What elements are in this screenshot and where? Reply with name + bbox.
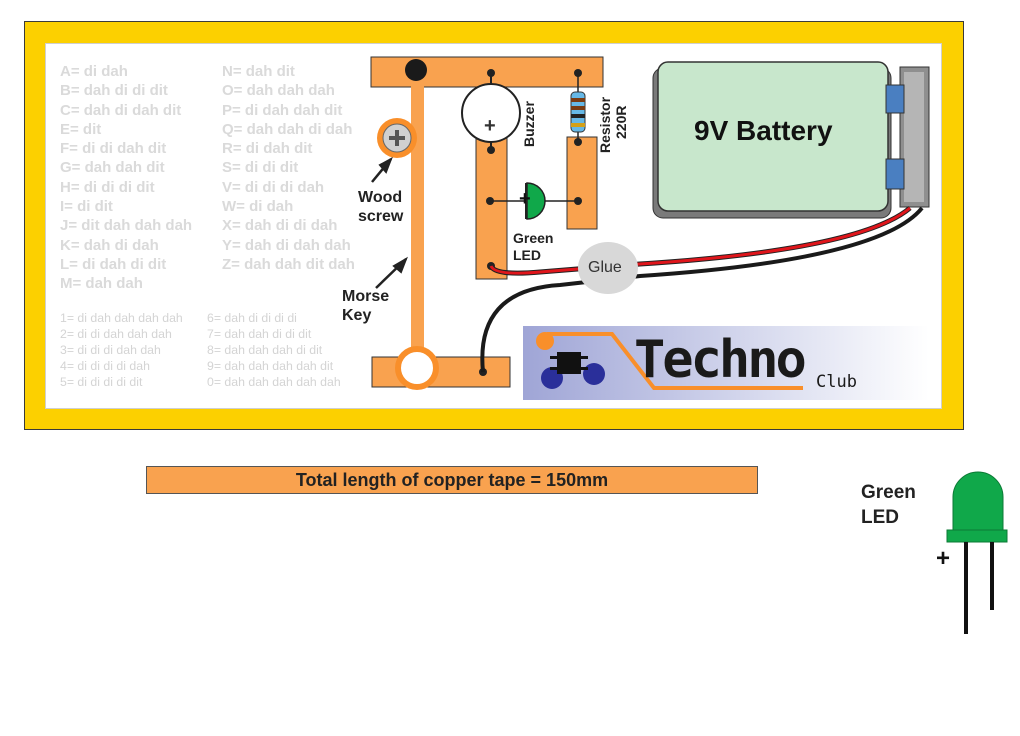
battery-body	[657, 61, 889, 212]
morse-numbers-right: 6= dah di di di di 7= dah dah di di dit 8=…	[207, 310, 341, 390]
morse-key-lever	[411, 75, 424, 365]
morse-letter-entry: B= dah di di dit	[60, 82, 168, 100]
copper-tape-length-text: Total length of copper tape = 150mm	[295, 469, 609, 490]
morse-letter-entry: R= di dah dit	[222, 140, 313, 158]
copper-tape-buzzer-strip	[475, 132, 508, 280]
morse-key-pivot	[395, 346, 439, 390]
morse-number-entry: 0= dah dah dah dah dah	[207, 375, 341, 389]
morse-number-entry: 3= di di di dah dah	[60, 343, 161, 357]
morse-numbers-left: 1= di dah dah dah dah 2= di di dah dah da…	[60, 310, 183, 390]
logo-techno-text: Techno	[634, 330, 807, 390]
copper-tape-resistor-strip	[566, 136, 598, 230]
morse-letter-entry: A= di dah	[60, 63, 128, 80]
morse-letter-entry: E= dit	[60, 120, 102, 138]
morse-letter-entry: M= dah dah	[60, 275, 143, 293]
morse-letter-entry: L= di dah di dit	[60, 255, 167, 273]
buzzer-label: Buzzer	[521, 101, 537, 147]
morse-number-entry: 1= di dah dah dah dah	[60, 311, 183, 325]
morse-letter-entry: Y= dah di dah dah	[222, 236, 351, 254]
led-side-icon	[952, 471, 1004, 533]
morse-letter-entry: W= di dah	[222, 198, 294, 216]
green-led-icon	[526, 182, 546, 220]
black-wire	[480, 206, 924, 373]
morse-key-contact	[405, 59, 427, 81]
led-side-rim	[946, 529, 1008, 543]
buzzer-plus-sign: +	[484, 115, 496, 137]
morse-letter-entry: S= di di dit	[222, 159, 299, 177]
morse-number-entry: 2= di di dah dah dah	[60, 327, 172, 341]
morse-number-entry: 9= dah dah dah dah dit	[207, 359, 334, 373]
morse-letter-entry: J= dit dah dah dah	[60, 217, 193, 235]
glue-label: Glue	[588, 259, 622, 276]
morse-letter-entry: Z= dah dah dit dah	[222, 255, 355, 273]
logo-club-text: Club	[816, 372, 857, 392]
battery-label: 9V Battery	[694, 115, 833, 146]
morse-number-entry: 8= dah dah dah di dit	[207, 343, 323, 357]
morse-number-entry: 7= dah dah di di dit	[207, 327, 312, 341]
glue-blob	[578, 242, 638, 294]
morse-letter-entry: C= dah di dah dit	[60, 101, 182, 119]
morse-number-entry: 4= di di di di dah	[60, 359, 150, 373]
led-side-plus-sign: +	[936, 545, 951, 572]
morse-letter-entry: F= di di dah dit	[60, 140, 167, 158]
morse-letter-entry: Q= dah dah di dah	[222, 120, 353, 138]
led-plus-sign: +	[519, 188, 531, 210]
logo-chip-icon	[557, 352, 581, 374]
morse-letter-entry: O= dah dah dah	[222, 82, 335, 100]
morse-letter-entry: H= di di di dit	[60, 178, 155, 196]
logo-trace	[547, 332, 803, 390]
morse-letter-entry: P= di dah dah dit	[222, 101, 343, 119]
battery-terminal-bottom	[885, 158, 905, 190]
morse-letter-entry: G= dah dah dit	[60, 159, 165, 177]
morse-number-entry: 6= dah di di di di	[207, 311, 297, 325]
copper-tape-length-note: Total length of copper tape = 150mm	[146, 466, 758, 494]
morse-letter-entry: N= dah dit	[222, 63, 295, 80]
copper-tape-bottom	[371, 356, 511, 388]
morse-letter-entry: K= dah di dah	[60, 236, 159, 254]
morse-letter-entry: X= dah di di dah	[222, 217, 338, 235]
morse-letter-entry: I= di dit	[60, 198, 113, 216]
morse-letter-entry: V= di di di dah	[222, 178, 325, 196]
battery-terminal-top	[885, 84, 905, 114]
morse-number-entry: 5= di di di di dit	[60, 375, 143, 389]
